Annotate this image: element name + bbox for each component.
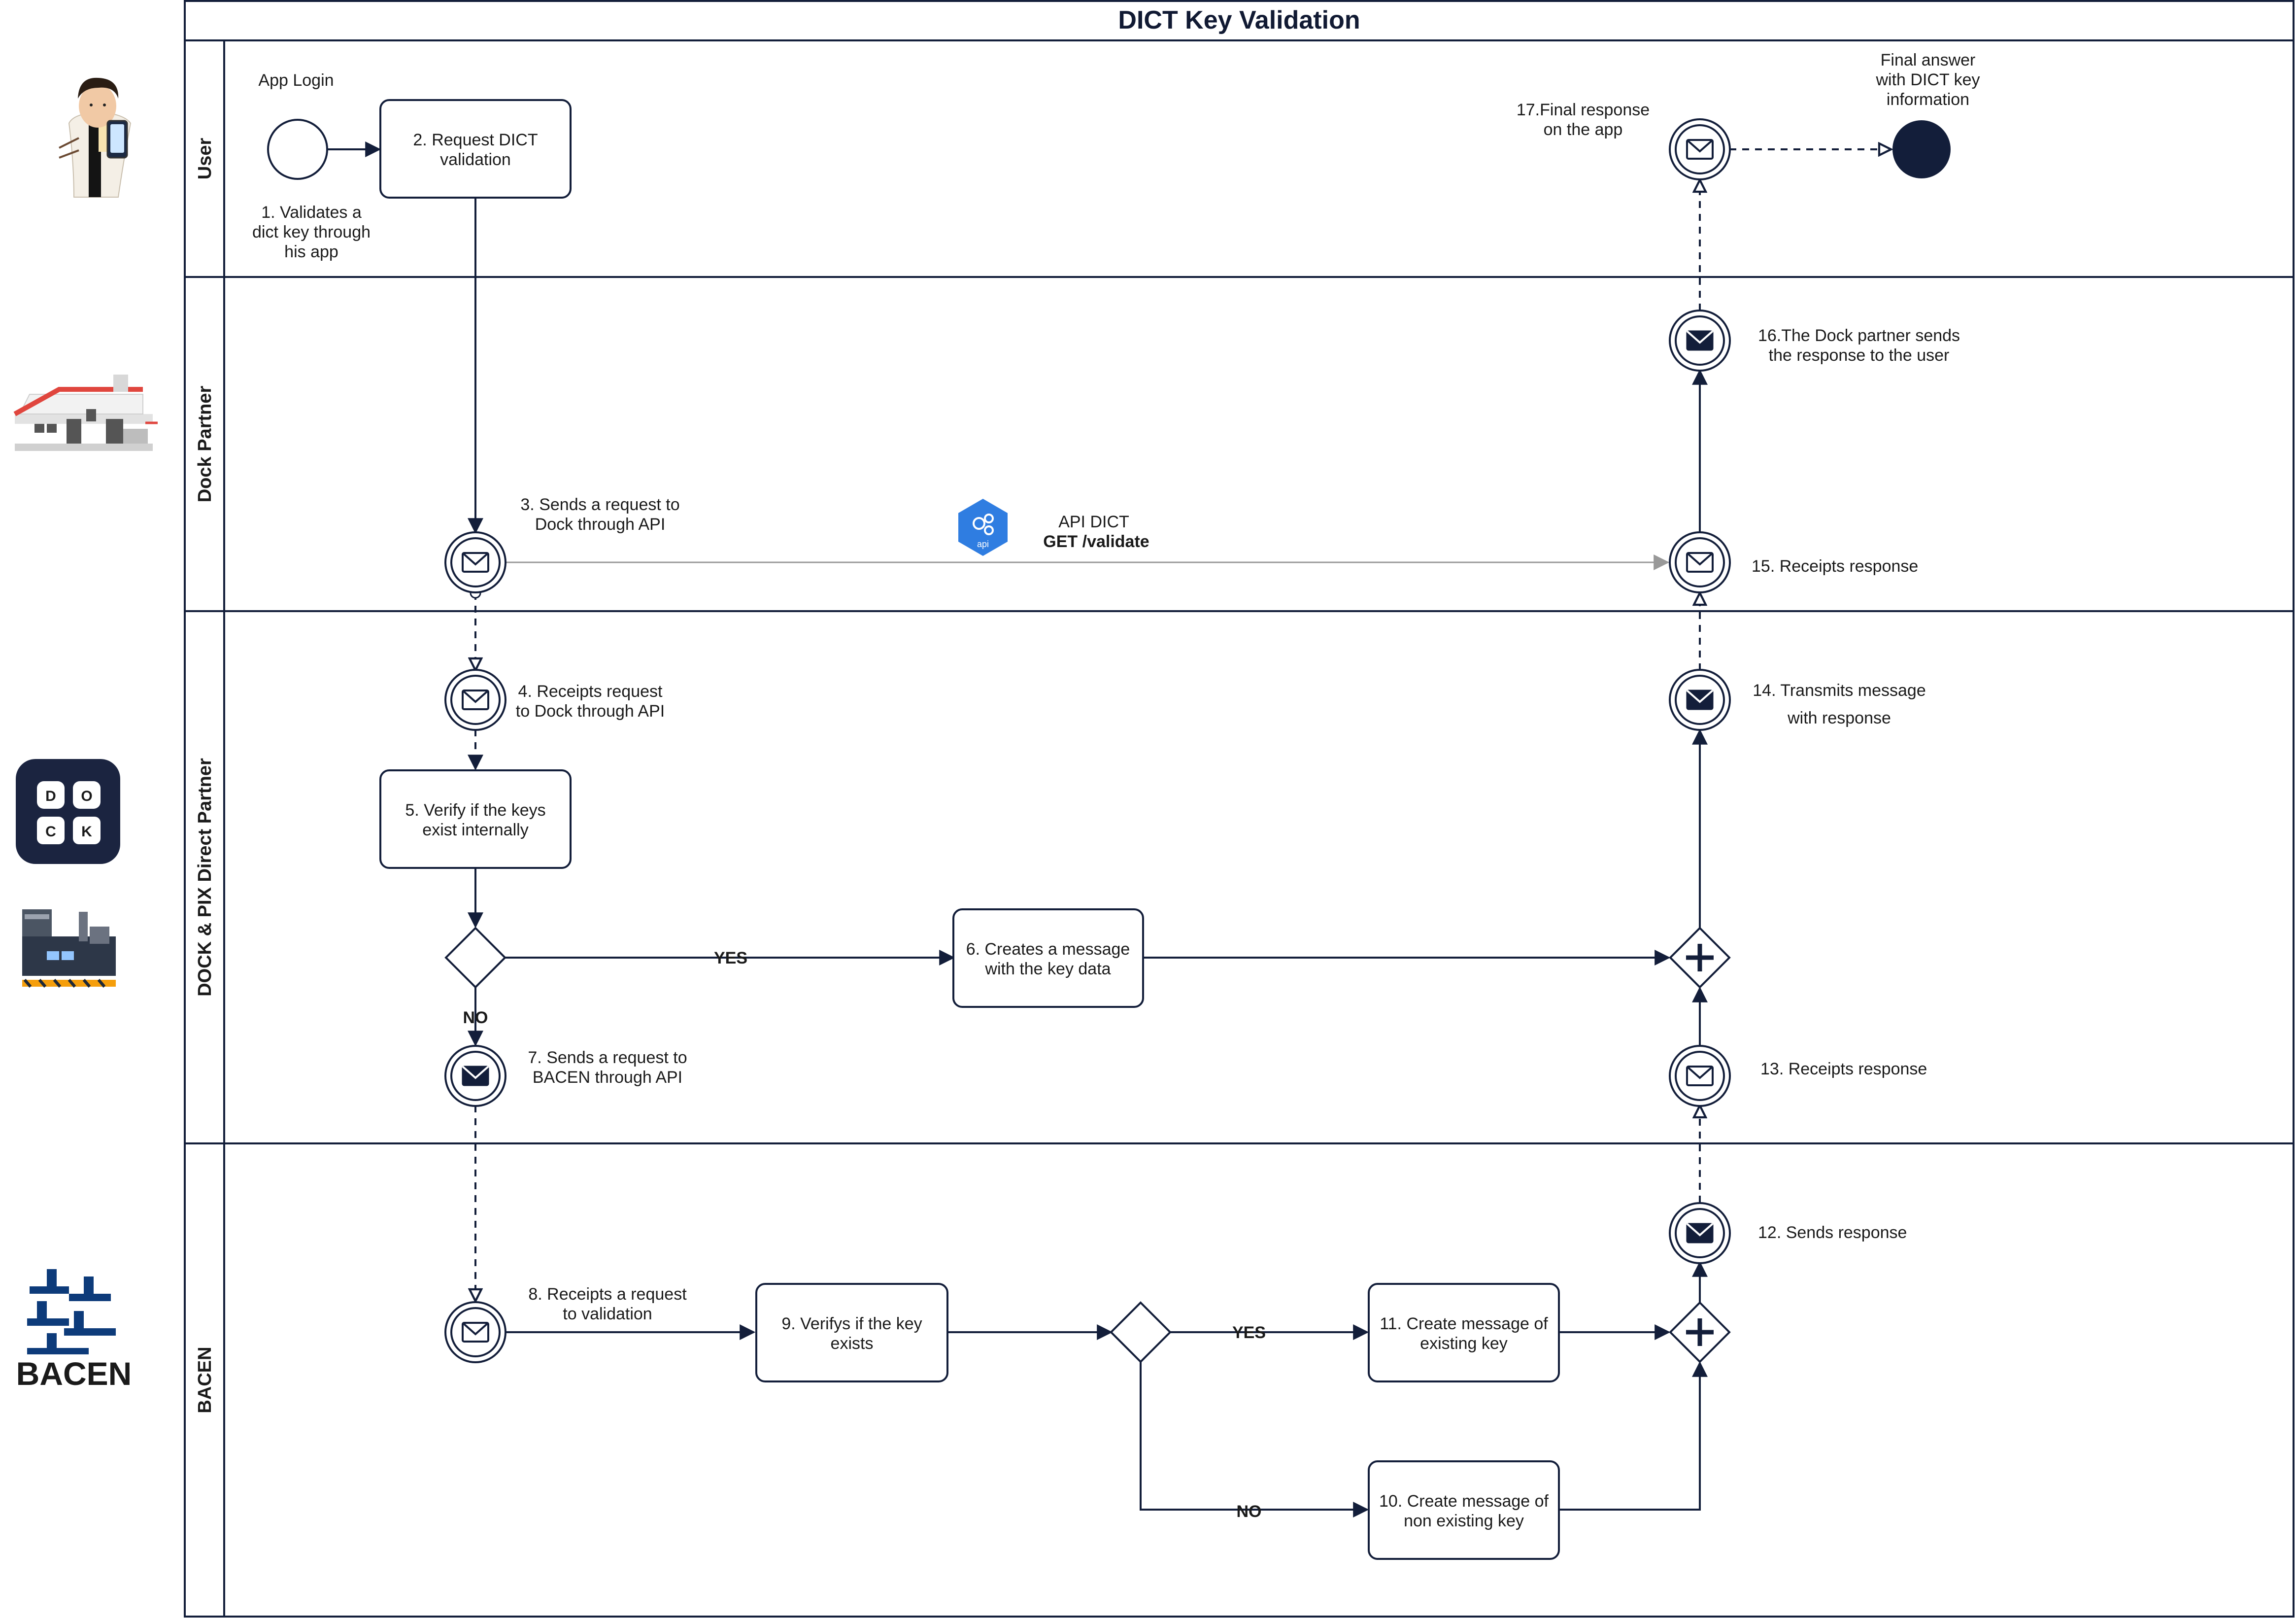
app-login-label: App Login: [258, 71, 334, 90]
event-14-send: [1669, 669, 1731, 731]
dock-letter-c: C: [45, 824, 56, 840]
event-3-label-2: Dock through API: [535, 515, 666, 534]
start-note-3: his app: [284, 242, 338, 261]
event-13-label: 13. Receipts response: [1760, 1060, 1927, 1078]
dock-logo: D O C K: [16, 759, 120, 864]
task-5-verify-keys: 5. Verify if the keys exist internally: [379, 769, 572, 869]
end-event: [1892, 120, 1951, 178]
task-2-line-2: validation: [440, 150, 511, 169]
api-icon: api: [958, 499, 1008, 556]
end-note-1: Final answer: [1881, 51, 1976, 69]
event-14-label-2: with response: [1787, 709, 1891, 727]
task-11-line-1: 11. Create message of: [1380, 1314, 1548, 1333]
task-9-verify-key-exists: 9. Verifys if the key exists: [755, 1283, 948, 1382]
event-17-label-1: 17.Final response: [1517, 101, 1650, 119]
task-6-line-2: with the key data: [984, 960, 1111, 978]
event-12-send: [1669, 1202, 1731, 1264]
event-8-label-1: 8. Receipts a request: [528, 1285, 687, 1304]
task-2-request-validation: 2. Request DICT validation: [379, 99, 572, 199]
gateway-1-yes-label: YES: [714, 949, 747, 967]
flow-gw2-no-to-t10: [1140, 1362, 1369, 1518]
task-10-non-existing-key: 10. Create message of non existing key: [1368, 1460, 1560, 1560]
lane-dock-partner-label: Dock Partner: [195, 386, 215, 503]
event-17-receive: [1669, 118, 1731, 180]
event-15-label: 15. Receipts response: [1752, 557, 1918, 576]
pool: DICT Key Validation: [184, 0, 2295, 1618]
gateway-2-yes-label: YES: [1232, 1323, 1266, 1342]
gateway-1-exclusive: [444, 927, 506, 989]
parallel-gateway-1: [1669, 927, 1731, 989]
task-6-create-message: 6. Creates a message with the key data: [952, 908, 1144, 1008]
parallel-gateway-2: [1669, 1301, 1731, 1363]
gateway-2-no-label: NO: [1237, 1502, 1262, 1521]
end-note-2: with DICT key: [1876, 70, 1980, 89]
house-icon: [13, 375, 158, 451]
task-5-line-1: 5. Verify if the keys: [405, 801, 545, 820]
event-4-label-2: to Dock through API: [516, 702, 665, 721]
dock-letter-o: O: [81, 788, 92, 804]
event-15-receive: [1669, 531, 1731, 593]
start-note-2: dict key through: [252, 223, 371, 241]
lane-dock-pix-label: DOCK & PIX Direct Partner: [195, 758, 215, 997]
task-10-line-2: non existing key: [1404, 1512, 1524, 1530]
event-7-label-2: BACEN through API: [533, 1068, 682, 1087]
task-6-line-1: 6. Creates a message: [966, 940, 1130, 959]
event-14-label-1: 14. Transmits message: [1753, 681, 1925, 700]
gateway-1-no-label: NO: [463, 1008, 488, 1027]
event-16-label-1: 16.The Dock partner sends: [1758, 326, 1960, 345]
event-12-label: 12. Sends response: [1758, 1223, 1907, 1242]
bacen-logo: BACEN: [16, 1269, 132, 1392]
labels: App Login 1. Validates a dict key throug…: [252, 51, 1980, 1521]
api-endpoint-label: GET /validate: [1043, 532, 1149, 551]
event-16-send: [1669, 310, 1731, 372]
diagram-title: DICT Key Validation: [1118, 6, 1360, 34]
task-11-line-2: existing key: [1420, 1334, 1508, 1353]
event-8-label-2: to validation: [563, 1305, 652, 1323]
event-16-label-2: the response to the user: [1769, 346, 1950, 365]
dock-letter-d: D: [45, 788, 56, 804]
event-7-send: [444, 1045, 506, 1107]
event-7-label-1: 7. Sends a request to: [528, 1048, 687, 1067]
bacen-logo-text: BACEN: [16, 1355, 132, 1392]
event-8-receive: [444, 1301, 506, 1363]
event-3-send: [444, 531, 506, 593]
task-5-line-2: exist internally: [422, 821, 528, 839]
end-note-3: information: [1887, 90, 1969, 109]
gateway-2-exclusive: [1110, 1301, 1172, 1363]
event-3-label-1: 3. Sends a request to: [520, 495, 679, 514]
task-9-line-1: 9. Verifys if the key: [781, 1314, 922, 1333]
api-badge-text: api: [977, 539, 989, 549]
factory-icon: [22, 909, 116, 988]
user-avatar-icon: [59, 77, 132, 198]
task-10-line-1: 10. Create message of: [1379, 1492, 1549, 1511]
lane-bacen-label: BACEN: [195, 1346, 215, 1413]
lane-labels: User Dock Partner DOCK & PIX Direct Part…: [195, 138, 215, 1414]
task-9-line-2: exists: [831, 1334, 874, 1353]
event-4-label-1: 4. Receipts request: [518, 682, 663, 701]
dock-letter-k: K: [81, 824, 92, 840]
task-2-line-1: 2. Request DICT: [413, 131, 538, 149]
event-17-label-2: on the app: [1544, 120, 1623, 139]
api-name-label: API DICT: [1058, 513, 1129, 531]
start-event: [267, 119, 328, 180]
lane-user-label: User: [195, 138, 215, 180]
event-13-receive: [1669, 1045, 1731, 1107]
start-note-1: 1. Validates a: [261, 203, 362, 222]
event-4-receive: [444, 669, 506, 731]
task-11-existing-key: 11. Create message of existing key: [1368, 1283, 1560, 1382]
flow-t10-to-pg2: [1559, 1361, 1708, 1511]
